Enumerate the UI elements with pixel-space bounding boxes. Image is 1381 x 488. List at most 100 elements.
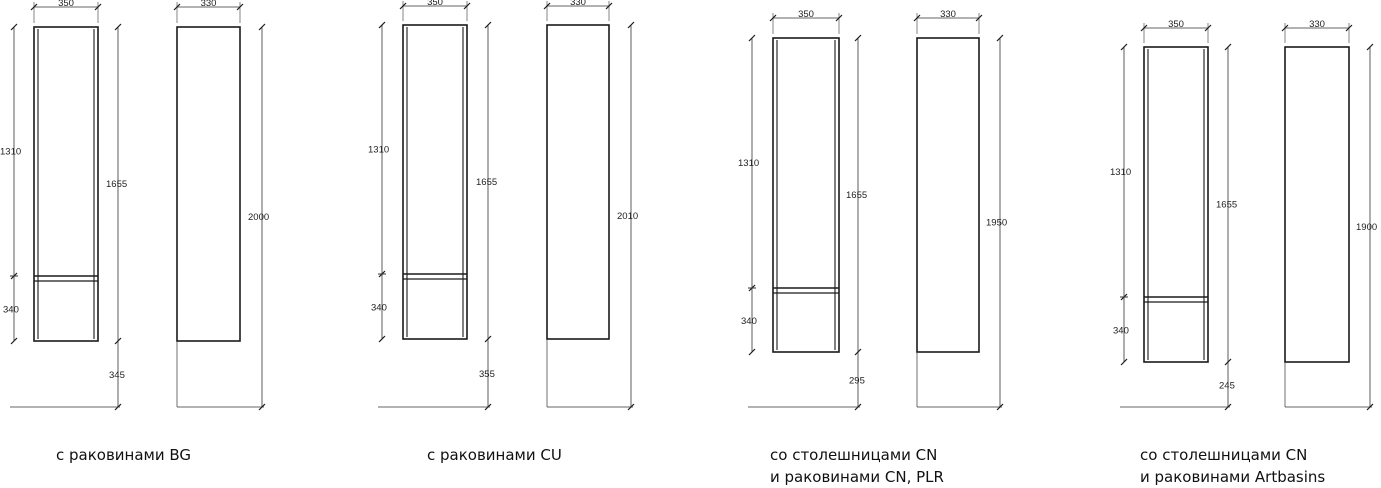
dim-tick [1120, 43, 1128, 51]
caption-line: с раковинами CU [427, 446, 562, 464]
dim-tick [378, 21, 386, 29]
dim-tick [484, 335, 492, 343]
dim-tick [543, 2, 551, 10]
dim-tick [236, 3, 244, 11]
dimension-label: 350 [58, 0, 74, 9]
caption-bg: с раковинами BG [56, 444, 191, 466]
caption-line: со столешницами CN [770, 446, 938, 464]
dim-tick [10, 23, 18, 31]
dim-tick [1224, 358, 1232, 366]
dimension-label: 330 [940, 9, 956, 20]
dimension-label: 1655 [106, 179, 127, 190]
dim-tick [258, 23, 266, 31]
dimension-label: 345 [109, 370, 125, 381]
cabinet-side-outline [546, 24, 610, 340]
dim-tick [975, 14, 983, 22]
cabinet-front-outline [1143, 46, 1209, 363]
dim-tick [748, 34, 756, 42]
side-view [1284, 46, 1350, 363]
dim-tick [996, 34, 1004, 42]
middle-height-dimensions: 1655 295 [846, 34, 867, 411]
dim-tick [769, 14, 777, 22]
dimension-label: 1310 [0, 147, 21, 158]
width-dimensions: 350 330 [769, 9, 983, 34]
cabinet-drawing-cu: 350 330 1310 340 1655 355 2010 [368, 0, 638, 411]
left-height-dimensions: 1310 340 [0, 23, 21, 345]
dim-tick [854, 348, 862, 356]
front-view [33, 26, 99, 342]
dimension-label: 1310 [368, 145, 389, 156]
dim-tick [1204, 24, 1212, 32]
cabinet-front-outline [33, 26, 99, 342]
side-view [916, 37, 980, 353]
dimension-label: 295 [849, 376, 865, 387]
caption-cu: с раковинами CU [427, 444, 562, 466]
dimension-label: 330 [570, 0, 586, 8]
caption-line: и раковинами Artbasins [1140, 468, 1326, 486]
caption-line: со столешницами CN [1140, 446, 1308, 464]
dim-tick [748, 348, 756, 356]
dim-tick [258, 403, 266, 411]
left-height-dimensions: 1310 340 [1110, 43, 1131, 366]
cabinet-side-outline [916, 37, 980, 353]
dimension-label: 1310 [1110, 167, 1131, 178]
cabinet-side-outline [176, 26, 241, 342]
dimension-label: 1655 [846, 190, 867, 201]
dim-tick [627, 21, 635, 29]
dim-tick [1120, 358, 1128, 366]
dim-tick [378, 335, 386, 343]
front-view [402, 24, 468, 340]
side-view [546, 24, 610, 340]
caption-line: и раковинами CN, PLR [770, 468, 944, 486]
dim-tick [173, 3, 181, 11]
middle-height-dimensions: 1655 245 [1216, 43, 1237, 411]
dim-tick [627, 403, 635, 411]
dim-tick [1281, 24, 1289, 32]
dimension-label: 350 [798, 9, 814, 20]
dimension-label: 340 [371, 303, 387, 314]
dimension-label: 340 [1113, 326, 1129, 337]
dimension-label: 1310 [738, 158, 759, 169]
caption-cn-artbasins: со столешницами CN и раковинами Artbasins [1140, 444, 1325, 488]
overall-height-dimension: 2000 [248, 23, 269, 411]
dimension-label: 1655 [1216, 200, 1237, 211]
width-dimensions: 350 330 [1140, 19, 1353, 43]
front-view [772, 37, 840, 353]
dim-tick [484, 21, 492, 29]
dim-tick [1366, 43, 1374, 51]
middle-height-dimensions: 1655 355 [476, 21, 497, 411]
dim-tick [30, 3, 38, 11]
dim-tick [835, 14, 843, 22]
overall-height-dimension: 1900 [1356, 43, 1377, 411]
dim-tick [605, 2, 613, 10]
dimension-label: 2000 [248, 212, 269, 223]
dim-tick [996, 403, 1004, 411]
dim-tick [463, 2, 471, 10]
dim-tick [854, 34, 862, 42]
overall-height-dimension: 2010 [617, 21, 638, 411]
dim-tick [1224, 43, 1232, 51]
dim-tick [114, 337, 122, 345]
dimension-label: 1655 [476, 177, 497, 188]
dimension-label: 330 [1309, 19, 1325, 30]
dimension-label: 350 [1168, 19, 1184, 30]
dimension-label: 245 [1219, 381, 1235, 392]
dimension-label: 340 [3, 305, 19, 316]
dim-tick [913, 14, 921, 22]
cabinet-side-outline [1284, 46, 1350, 363]
dimension-label: 1950 [986, 218, 1007, 229]
dim-tick [94, 3, 102, 11]
dim-tick [114, 23, 122, 31]
dimension-label: 355 [479, 369, 495, 380]
middle-height-dimensions: 1655 345 [106, 23, 127, 411]
front-view [1143, 46, 1209, 363]
dim-tick [1345, 24, 1353, 32]
dim-tick [1366, 403, 1374, 411]
cabinet-drawing-cn-artbasins: 350 330 1310 340 1655 245 1900 [1110, 19, 1377, 411]
dimension-label: 1900 [1356, 222, 1377, 233]
dimension-label: 350 [427, 0, 443, 8]
dim-tick [10, 337, 18, 345]
